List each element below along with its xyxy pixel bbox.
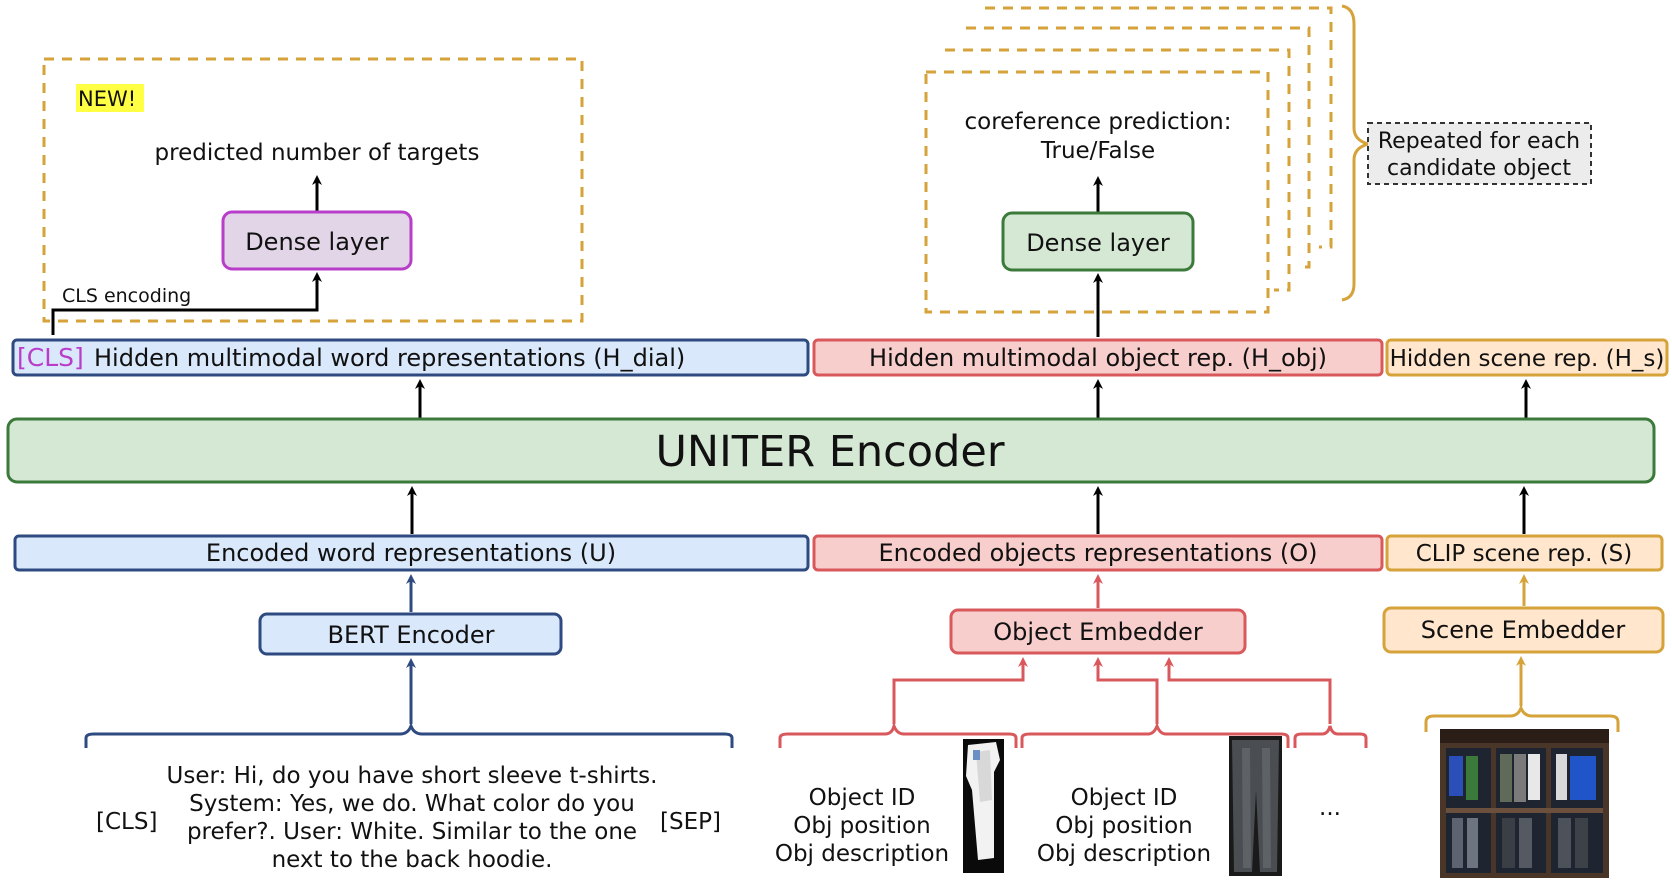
left-output-panel <box>42 57 584 323</box>
object1-connector <box>892 657 1028 724</box>
encoded-scene-label: CLIP scene rep. (S) <box>1416 541 1633 567</box>
object1-position: Obj position <box>793 813 931 839</box>
encoded-word-label: Encoded word representations (U) <box>206 539 616 567</box>
dialog-line-2: System: Yes, we do. What color do you <box>189 791 635 817</box>
repeat-note-box <box>1367 122 1592 185</box>
object2-connector <box>1093 657 1159 724</box>
hidden-cls-tag: [CLS] <box>17 343 84 372</box>
object2-description: Obj description <box>1037 841 1211 867</box>
object1-id: Object ID <box>809 785 916 811</box>
object2-brace <box>1020 721 1290 748</box>
object2-position: Obj position <box>1055 813 1193 839</box>
stack-frame-mid1 <box>945 48 1291 292</box>
coref-output-line1: coreference prediction: <box>965 109 1232 135</box>
new-badge-highlight <box>76 84 144 112</box>
scene-embedder-label: Scene Embedder <box>1421 616 1626 644</box>
encoded-obj-label: Encoded objects representations (O) <box>879 539 1318 567</box>
left-output-label: predicted number of targets <box>155 140 480 166</box>
sep-token: [SEP] <box>660 809 721 835</box>
uniter-encoder-label: UNITER Encoder <box>655 427 1004 477</box>
cls-encoding-label: CLS encoding <box>62 285 191 307</box>
ellipsis-connector <box>1164 657 1332 724</box>
right-dense-layer <box>1001 211 1195 272</box>
hidden-dial-box <box>11 338 810 377</box>
cls-token: [CLS] <box>96 809 157 835</box>
repeat-note-line2: candidate object <box>1387 156 1571 181</box>
coref-output-line2: True/False <box>1040 138 1155 164</box>
object1-description: Obj description <box>775 841 949 867</box>
encoded-scene-box <box>1385 534 1664 572</box>
scene-embedder-box <box>1382 606 1665 654</box>
repeat-brace <box>1341 4 1374 302</box>
object-embedder-box <box>949 608 1247 655</box>
object-embedder-label: Object Embedder <box>993 618 1203 646</box>
hidden-scene-box <box>1385 338 1669 377</box>
dialog-line-1: User: Hi, do you have short sleeve t-shi… <box>167 763 658 789</box>
dialog-brace <box>84 721 734 748</box>
new-badge: NEW! <box>78 87 136 111</box>
ellipsis-brace <box>1293 725 1368 748</box>
stack-frame-mid2 <box>966 26 1311 269</box>
scene-image <box>1440 729 1609 878</box>
dialog-line-4: next to the back hoodie. <box>272 847 553 873</box>
object1-image <box>963 739 1004 873</box>
scene-brace <box>1424 703 1620 732</box>
bert-encoder-label: BERT Encoder <box>328 621 495 649</box>
left-dense-layer <box>221 210 413 271</box>
hidden-dial-label: Hidden multimodal word representations (… <box>94 344 685 372</box>
hidden-obj-label: Hidden multimodal object rep. (H_obj) <box>869 344 1327 372</box>
cls-encoding-connector <box>51 272 322 335</box>
encoded-word-box <box>13 534 810 572</box>
hidden-scene-label: Hidden scene rep. (H_s) <box>1390 346 1665 372</box>
repeat-note-line1: Repeated for each <box>1378 129 1580 154</box>
encoded-obj-box <box>812 534 1384 572</box>
object2-id: Object ID <box>1071 785 1178 811</box>
bert-encoder-box <box>258 612 563 656</box>
uniter-encoder-box <box>6 417 1656 484</box>
dialog-line-3: prefer?. User: White. Similar to the one <box>187 819 637 845</box>
hidden-obj-box <box>812 338 1384 377</box>
object1-brace <box>778 720 1018 748</box>
right-dense-label: Dense layer <box>1026 229 1170 257</box>
object2-image <box>1229 736 1282 876</box>
ellipsis-label: ... <box>1319 795 1341 821</box>
left-dense-label: Dense layer <box>245 228 389 256</box>
